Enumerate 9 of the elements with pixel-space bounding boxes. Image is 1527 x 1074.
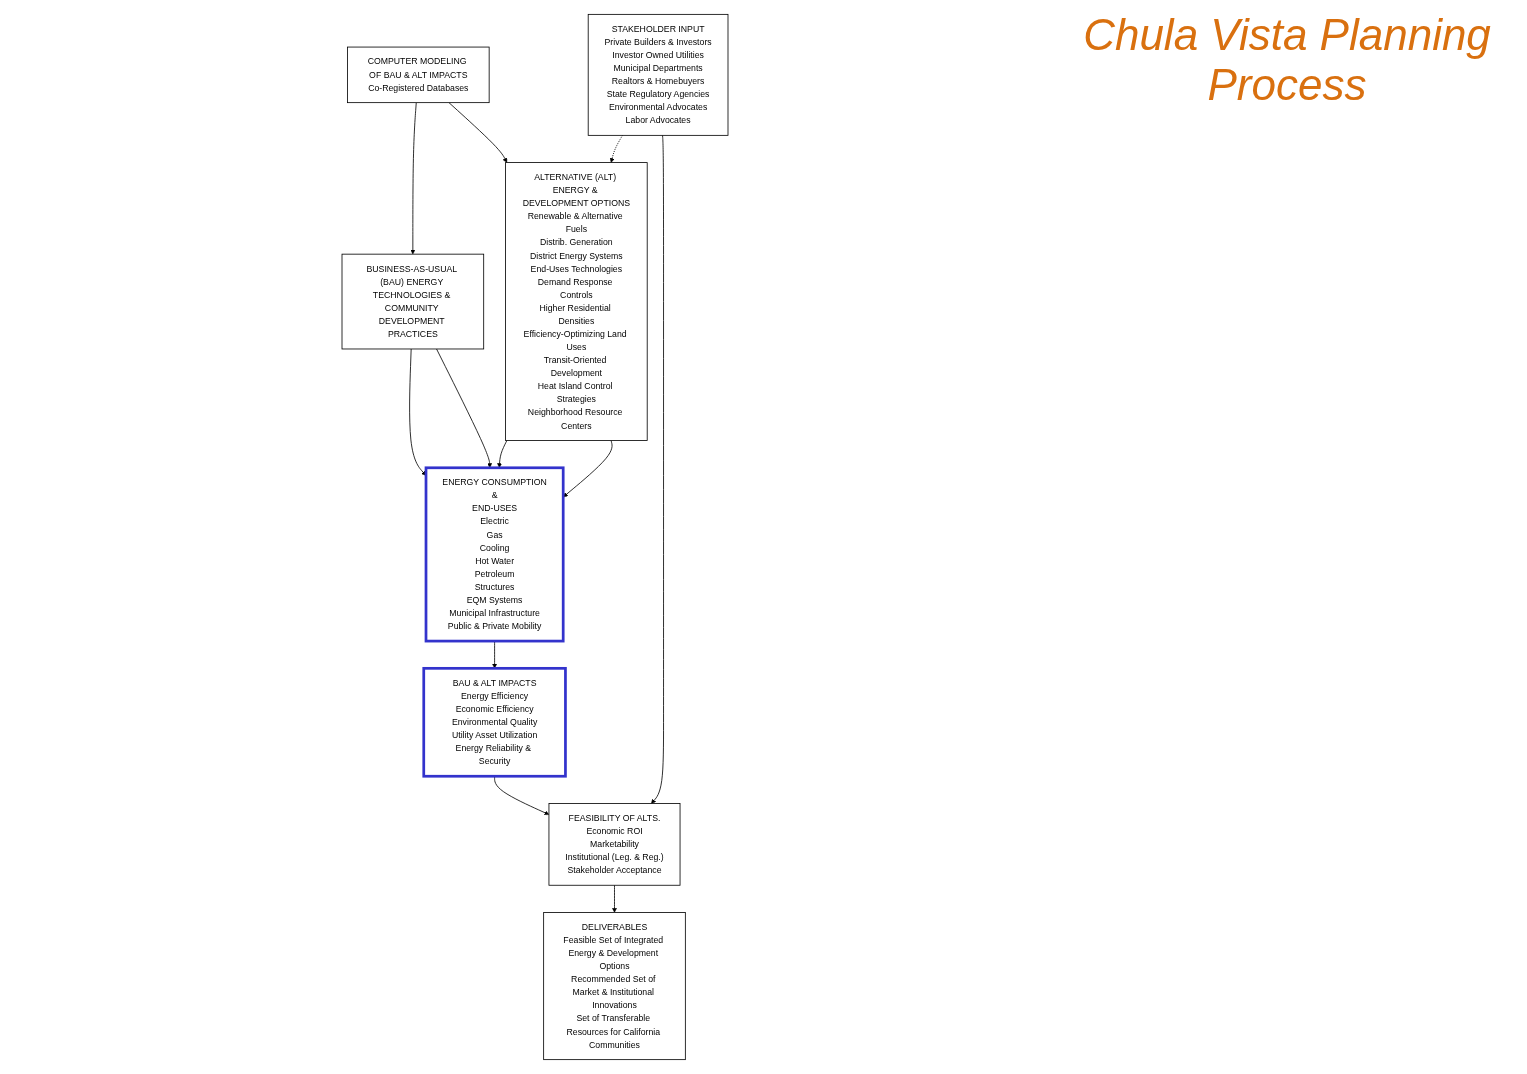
node-box: FEASIBILITY OF ALTS. Economic ROI Marketability Institutional (Leg. & Reg.) Stakeholder Acceptance [548, 803, 681, 886]
diagram-title: Chula Vista Planning Process [1082, 10, 1492, 110]
node-box: DELIVERABLES Feasible Set of Integrated Energy & Development Options Recommended Set of Market & Institutional Innovations Set of Transferable Resources for California Communities [543, 912, 686, 1061]
node-box: ENERGY CONSUMPTION & END-USES Electric Gas Cooling Hot Water Petroleum Structures EQM Systems Municipal Infrastructure Public & Private Mobility [424, 466, 565, 643]
node-box: COMPUTER MODELING OF BAU & ALT IMPACTS Co-Registered Databases [347, 46, 490, 104]
node-box: ALTERNATIVE (ALT) ENERGY & DEVELOPMENT OPTIONS Renewable & Alternative Fuels Distrib. Generation District Energy Systems End-Uses Technologies Demand Response Controls Higher Residential Densities Efficiency-Optimizing Land Uses Transit-Oriented Development Heat Island Control Strategies Neighborhood Resource Centers [505, 162, 648, 441]
node-box: BUSINESS-AS-USUAL (BAU) ENERGY TECHNOLOGIES & COMMUNITY DEVELOPMENT PRACTICES [341, 253, 485, 350]
node-box: STAKEHOLDER INPUT Private Builders & Investors Investor Owned Utilities Municipal Departments Realtors & Homebuyers State Regulatory Agencies Environmental Advocates Labor Advocates [587, 13, 729, 136]
node-box: BAU & ALT IMPACTS Energy Efficiency Economic Efficiency Environmental Quality Utility Asset Utilization Energy Reliability & Security [422, 667, 567, 778]
